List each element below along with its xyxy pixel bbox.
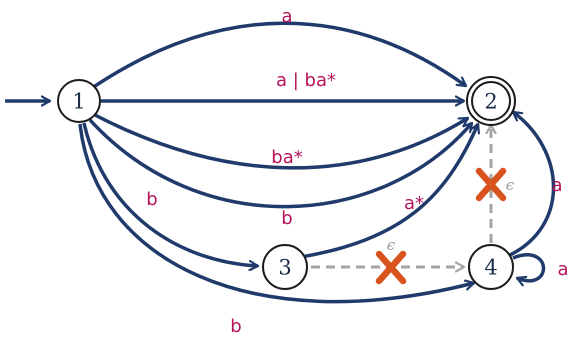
- edge-3-2: [300, 124, 478, 259]
- state-3: 3: [262, 244, 308, 290]
- edge-label-4-2-epsilon: ϵ: [506, 176, 515, 194]
- edge-1-2-top: [91, 21, 466, 90]
- edge-label-1-3: b: [146, 189, 157, 210]
- edge-label-3-4-epsilon: ϵ: [387, 236, 396, 254]
- edge-label-4-2-a: a: [551, 175, 562, 196]
- state-2: 2: [466, 76, 516, 126]
- edge-label-1-2-top: a: [281, 6, 292, 27]
- edge-label-4-4-loop: a: [557, 259, 568, 280]
- edge-4-2-a: [509, 110, 556, 257]
- edge-label-1-4: b: [230, 316, 241, 337]
- edge-label-1-2-b: b: [281, 208, 292, 229]
- state-1: 1: [57, 79, 101, 123]
- edge-label-3-2: a*: [404, 193, 424, 214]
- state-1-label: 1: [72, 90, 85, 114]
- edge-1-2-bastar: [94, 113, 468, 170]
- cross-icon-3-4: [375, 250, 407, 285]
- state-3-label: 3: [278, 256, 291, 280]
- state-4-label: 4: [484, 256, 497, 280]
- edge-1-4: [78, 123, 474, 304]
- edge-label-1-2-bastar: ba*: [271, 147, 302, 168]
- edge-label-1-2-merged: a | ba*: [276, 70, 336, 91]
- edge-1-3: [82, 122, 258, 266]
- cross-icon-4-2: [475, 167, 507, 202]
- state-2-label: 2: [484, 90, 497, 114]
- edge-1-2-b: [88, 118, 474, 209]
- edge-4-4-loop: [512, 253, 546, 281]
- state-4: 4: [468, 244, 514, 290]
